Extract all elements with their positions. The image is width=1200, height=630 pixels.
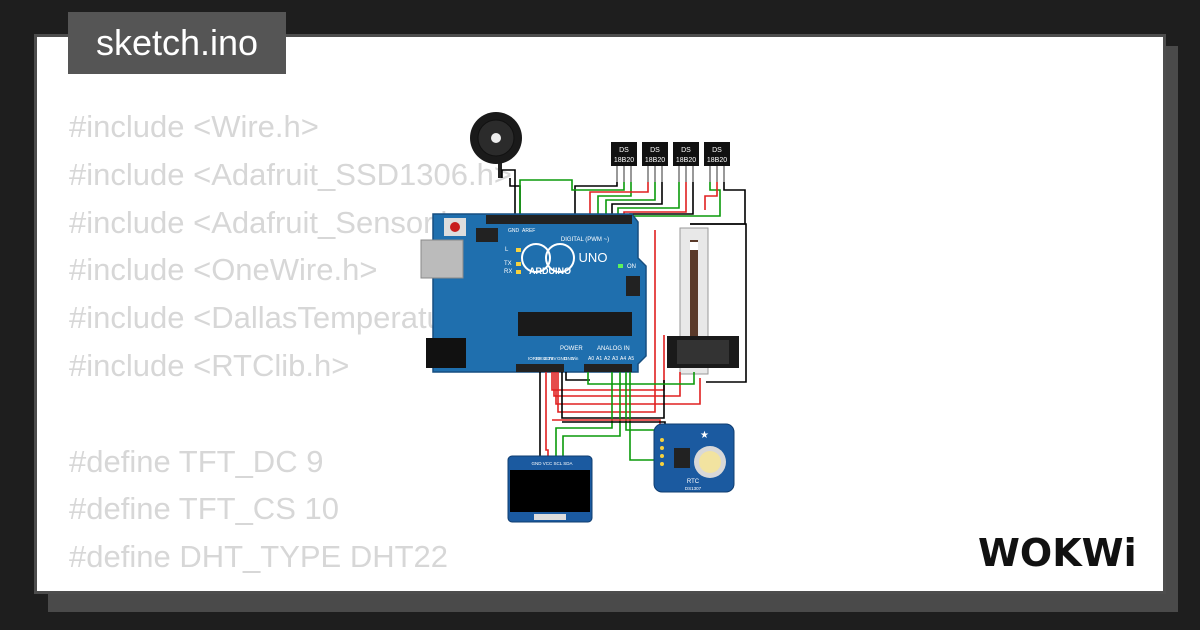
tx-label: TX <box>504 261 512 267</box>
analog-pin-label: A0 <box>588 356 594 362</box>
l-label: L <box>505 247 509 253</box>
code-line: #include <RTClib.h> <box>69 347 350 383</box>
analog-pin-label: A5 <box>628 356 634 362</box>
analog-pin-label: A4 <box>620 356 626 362</box>
analog-label: ANALOG IN <box>597 346 630 352</box>
wokwi-logo: WOKWi <box>978 531 1137 575</box>
sensor-model: 18B20 <box>645 157 665 164</box>
power-pin-label: RESET <box>536 356 551 361</box>
wires-bottom <box>539 230 701 461</box>
oled-pin-labels: GND VCC SCL SDA <box>531 461 572 466</box>
temperature-sensor[interactable]: DS 18B20 <box>704 142 730 182</box>
arduino-uno-board[interactable]: ARDUINO UNO DIGITAL (PWM ~) ON L TX RX A… <box>420 213 647 373</box>
slide-potentiometer[interactable] <box>667 223 747 383</box>
power-pin-label: 3.3V <box>544 356 553 361</box>
sensor-label: DS <box>712 147 722 154</box>
on-label: ON <box>627 264 636 270</box>
rtc-model: DS1307 <box>685 486 702 491</box>
code-line: #include <Adafruit_SSD1306.h> <box>69 156 512 192</box>
sensor-label: DS <box>650 147 660 154</box>
sensor-label: DS <box>619 147 629 154</box>
board-model: UNO <box>579 250 608 265</box>
power-pin-label: GND <box>557 356 568 361</box>
analog-pin-label: A3 <box>612 356 618 362</box>
rx-label: RX <box>504 269 512 275</box>
temperature-sensor[interactable]: DS 18B20 <box>611 142 637 182</box>
analog-pin-label: A2 <box>604 356 610 362</box>
gnd-label: GND <box>508 228 520 234</box>
power-pin-label: IOREF <box>528 356 542 361</box>
digital-label: DIGITAL (PWM ~) <box>561 237 609 243</box>
sensor-model: 18B20 <box>676 157 696 164</box>
code-line: #include <OneWire.h> <box>69 252 378 288</box>
buzzer-icon[interactable] <box>470 112 522 178</box>
oled-display[interactable]: GND VCC SCL SDA <box>507 455 593 523</box>
code-line: #include <Wire.h> <box>69 109 319 144</box>
temperature-sensor[interactable]: DS 18B20 <box>642 142 668 182</box>
sensor-model: 18B20 <box>614 157 634 164</box>
file-name-tab[interactable]: sketch.ino <box>68 12 286 74</box>
power-label: POWER <box>560 346 583 352</box>
sensor-label: DS <box>681 147 691 154</box>
code-line: #define DHT_TYPE DHT22 <box>69 539 449 575</box>
code-line: #include <Adafruit_Sensor.h> <box>69 204 476 240</box>
code-line: #define TFT_CS 10 <box>69 491 339 527</box>
power-pin-label: Vin <box>572 356 579 361</box>
rtc-label: RTC <box>687 479 700 485</box>
aref-label: AREF <box>522 228 535 234</box>
sensor-model: 18B20 <box>707 157 727 164</box>
arduino-logo-text: ARDUINO <box>529 266 571 276</box>
rtc-module[interactable]: ★ RTC DS1307 <box>653 423 735 493</box>
code-preview: #include <Wire.h> #include <Adafruit_SSD… <box>69 103 515 591</box>
power-pin-label: GND <box>564 356 575 361</box>
temperature-sensor[interactable]: DS 18B20 <box>673 142 699 182</box>
wokwi-logo-text: WOKWi <box>978 531 1137 575</box>
star-icon: ★ <box>700 430 709 441</box>
analog-pin-label: A1 <box>596 356 602 362</box>
power-pin-label: 5V <box>551 356 557 361</box>
code-line <box>69 390 515 438</box>
code-line: #define TFT_DC 9 <box>69 443 324 479</box>
code-line: #define DHT_PIN 7 <box>69 581 515 591</box>
